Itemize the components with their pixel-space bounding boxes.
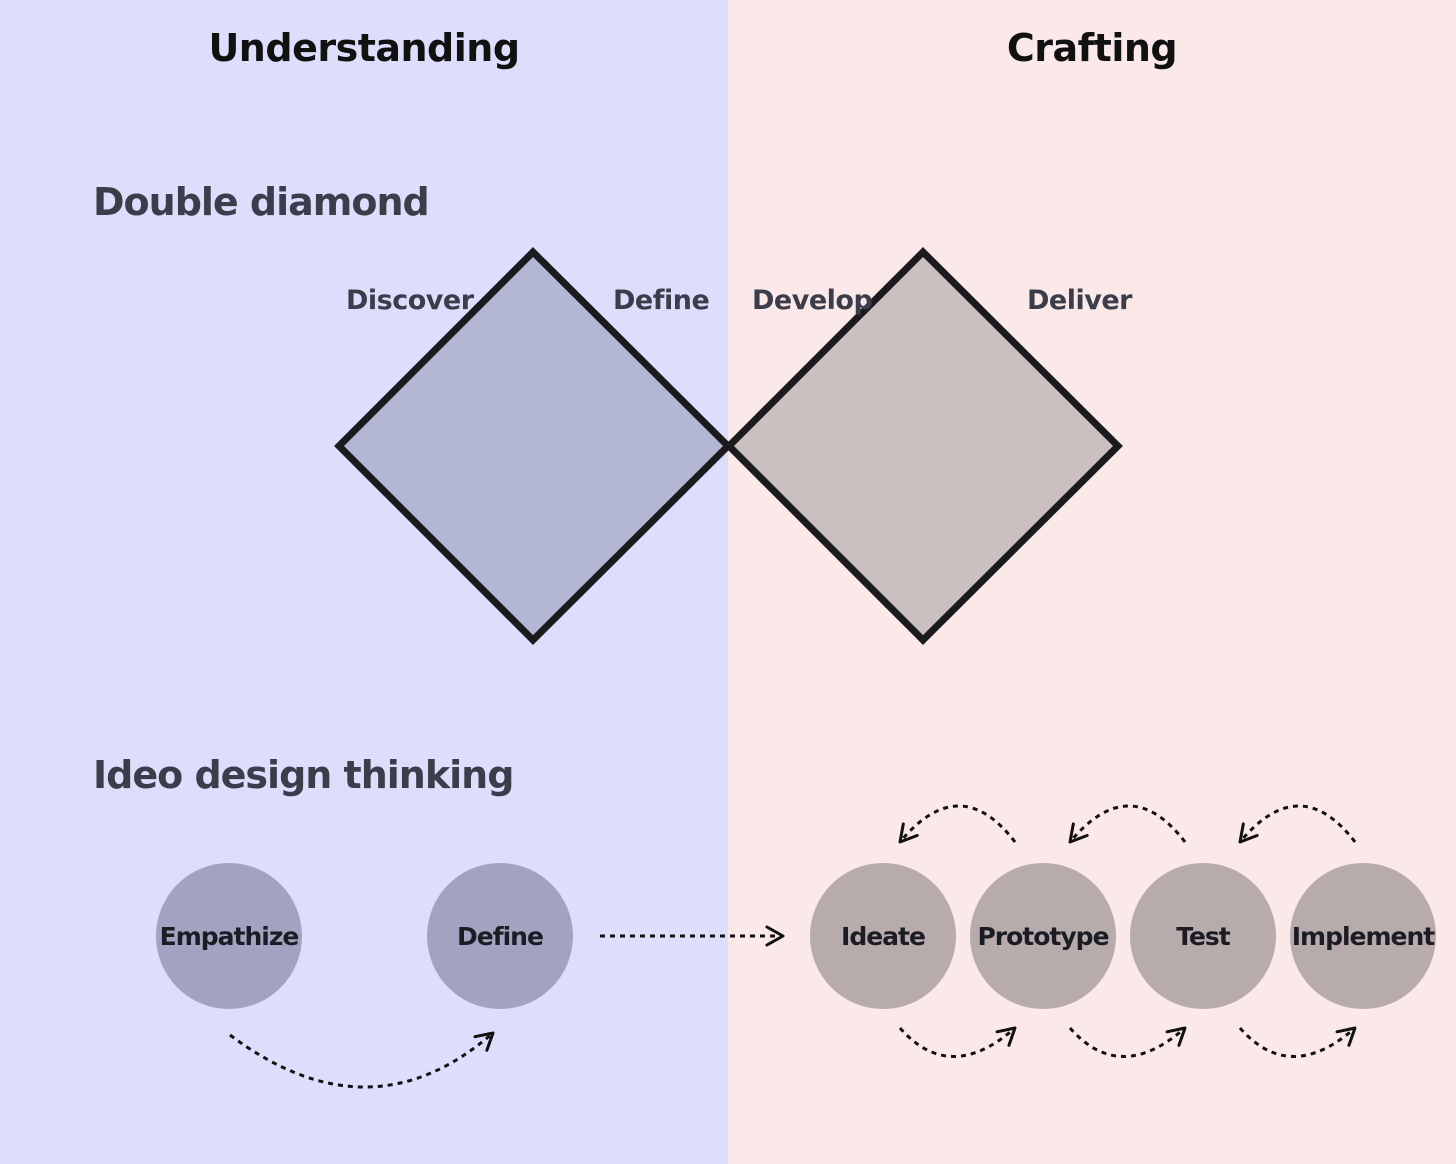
crafting-diamond	[724, 247, 1123, 645]
prototype-to-test-arrow	[1068, 1026, 1187, 1058]
ideo-design-thinking-title: Ideo design thinking	[93, 753, 514, 797]
prototype-node: Prototype	[970, 863, 1116, 1009]
phase-deliver: Deliver	[1027, 285, 1132, 316]
ideate-node: Ideate	[810, 863, 956, 1009]
implement-label: Implement	[1291, 921, 1436, 951]
define-label: Define	[457, 921, 544, 951]
phase-discover: Discover	[346, 285, 474, 316]
double-diamond-title: Double diamond	[93, 180, 430, 224]
crafting-title: Crafting	[1006, 26, 1178, 70]
prototype-to-ideate-arrow	[898, 804, 1017, 844]
phase-develop: Develop	[752, 285, 873, 316]
phase-define: Define	[613, 285, 710, 316]
prototype-label: Prototype	[977, 921, 1109, 951]
test-label: Test	[1176, 921, 1231, 951]
ideate-label: Ideate	[841, 921, 926, 951]
test-node: Test	[1130, 863, 1276, 1009]
understanding-panel	[0, 0, 728, 1164]
test-to-implement-arrow	[1238, 1026, 1357, 1058]
empathize-label: Empathize	[159, 921, 300, 951]
ideate-to-prototype-arrow	[898, 1026, 1017, 1058]
understanding-title: Understanding	[208, 26, 520, 70]
test-to-prototype-arrow	[1068, 804, 1187, 844]
implement-to-test-arrow	[1238, 804, 1357, 844]
implement-node: Implement	[1290, 863, 1436, 1009]
empathize-to-define-arrow	[229, 1031, 495, 1089]
understanding-diamond	[334, 247, 733, 645]
empathize-node: Empathize	[156, 863, 302, 1009]
define-node: Define	[427, 863, 573, 1009]
